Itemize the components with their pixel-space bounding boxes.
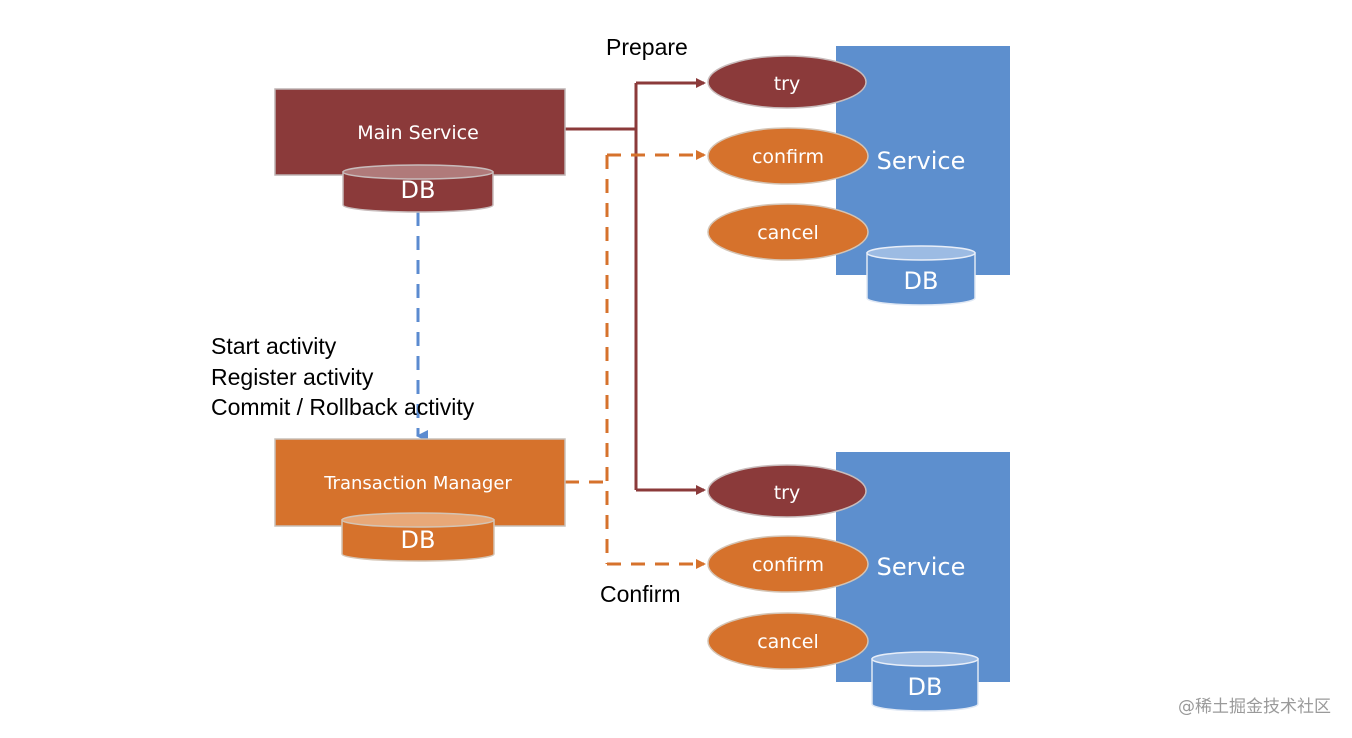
- service-db-2: DB: [871, 651, 979, 712]
- cancel-op-1: [707, 203, 869, 261]
- service-node-2: Service try confirm cancel DB: [707, 452, 1010, 712]
- transaction-manager-db-label: DB: [401, 526, 436, 554]
- service-db-2-label: DB: [908, 673, 943, 701]
- watermark: @稀土掘金技术社区: [1178, 697, 1331, 717]
- confirm-op-2: [707, 535, 869, 593]
- main-service-box: [274, 88, 566, 176]
- cancel-op-2-label: cancel: [757, 631, 819, 653]
- main-service-db: DB: [342, 164, 494, 213]
- phase-label-prepare: Prepare: [606, 34, 688, 60]
- phase-label-confirm: Confirm: [600, 581, 681, 607]
- tm-op-commit-rollback: Commit / Rollback activity: [211, 394, 475, 420]
- transaction-manager-label: Transaction Manager: [323, 473, 512, 494]
- transaction-manager-node: Transaction Manager DB: [274, 438, 566, 562]
- transaction-manager-box: [274, 438, 566, 527]
- main-service-label: Main Service: [357, 122, 479, 144]
- try-op-2-label: try: [774, 482, 801, 504]
- tm-op-register: Register activity: [211, 364, 374, 390]
- service-label-1: Service: [877, 147, 966, 175]
- service-label-2: Service: [877, 553, 966, 581]
- tm-op-start: Start activity: [211, 333, 337, 359]
- try-op-2: [707, 464, 867, 518]
- confirm-op-2-label: confirm: [752, 554, 824, 576]
- service-db-1-label: DB: [904, 267, 939, 295]
- try-op-1-label: try: [774, 73, 801, 95]
- service-db-1: DB: [866, 245, 976, 306]
- confirm-connector: [565, 150, 706, 569]
- cancel-op-2: [707, 612, 869, 670]
- prepare-connector: [565, 78, 706, 495]
- confirm-op-1: [707, 127, 869, 185]
- cancel-op-1-label: cancel: [757, 222, 819, 244]
- main-service-node: Main Service DB: [274, 88, 566, 213]
- confirm-op-1-label: confirm: [752, 146, 824, 168]
- service-node-1: Service try confirm cancel DB: [707, 46, 1010, 306]
- transaction-manager-db: DB: [341, 512, 495, 562]
- try-op-1: [707, 55, 867, 109]
- main-service-db-label: DB: [401, 176, 436, 204]
